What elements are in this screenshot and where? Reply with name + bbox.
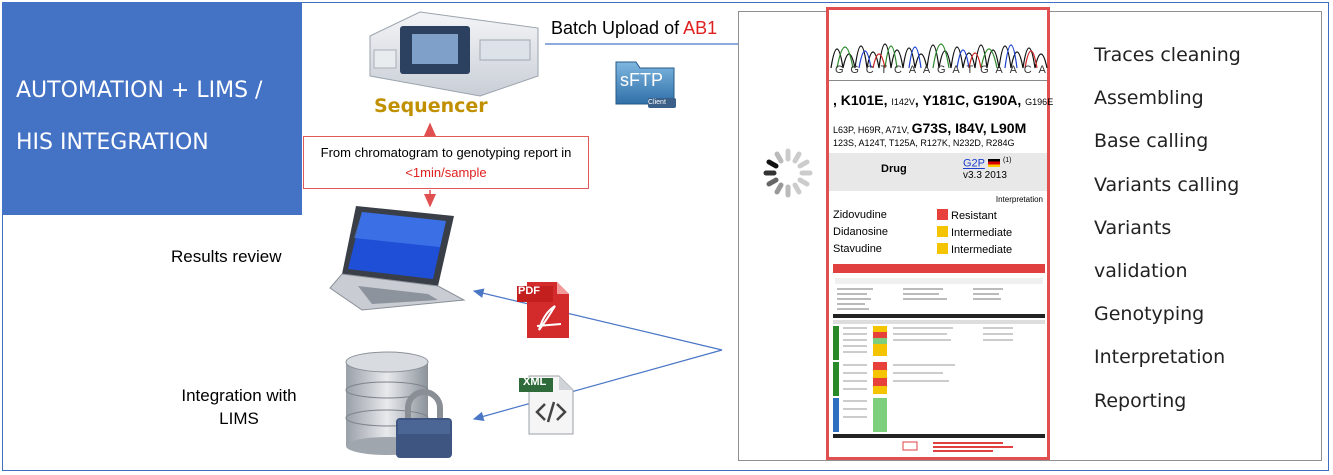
step-6: Genotyping [1094, 303, 1205, 326]
integration-line-2: LIMS [219, 409, 259, 428]
drug-row-2: Stavudine [833, 243, 882, 255]
german-flag-icon [987, 158, 1000, 167]
xml-label: XML [523, 376, 547, 388]
pdf-label: PDF [518, 285, 540, 297]
g2p-version: v3.3 2013 [963, 169, 1007, 181]
integration-label: Integration with LIMS [172, 384, 306, 430]
mut1-c: Y181C [922, 92, 966, 108]
callout-text: From chromatogram to genotyping report i… [320, 145, 572, 160]
step-5: validation [1094, 259, 1188, 282]
mut1-b: I142V [891, 97, 915, 107]
batch-upload-text: Batch Upload of [551, 18, 684, 38]
mut2-c: L90M [990, 120, 1027, 136]
batch-upload-label: Batch Upload of AB1 [551, 18, 717, 39]
base-letter: A [952, 64, 961, 76]
base-letter: C [894, 64, 903, 76]
base-letter: A [995, 64, 1004, 76]
laptop-icon [329, 206, 466, 311]
interp-row-1: Intermediate [937, 226, 1012, 239]
interp-2: Intermediate [951, 244, 1013, 256]
base-letter: G [835, 64, 845, 76]
sftp-client-label: Client [648, 99, 666, 106]
mutation-line-3: 123S, A124T, T125A, R127K, N232D, R284G [833, 138, 1015, 148]
interpretation-header: Interpretation [995, 195, 1043, 204]
g2p-cell: G2P (1) v3.3 2013 [963, 157, 1012, 181]
interp-row-2: Intermediate [937, 243, 1012, 256]
loading-spinner-icon [763, 148, 813, 198]
mutation-line-2: L63P, H69R, A71V, G73S, I84V, L90M [833, 120, 1027, 136]
intermediate-swatch [937, 226, 948, 237]
base-letter: A [1009, 64, 1018, 76]
sftp-folder-icon [615, 61, 676, 108]
mutation-line-1: , K101E, I142V, Y181C, G190A, G196E [833, 92, 1054, 108]
integration-line-1: Integration with [181, 386, 297, 405]
xml-file-icon [519, 375, 574, 435]
step-3: Variants calling [1094, 173, 1240, 196]
sftp-label: sFTP [620, 70, 663, 90]
mut2-b: I84V [955, 120, 983, 136]
report-thumbnail [833, 264, 1045, 452]
drug-row-0: Zidovudine [833, 209, 887, 221]
resistant-swatch [937, 209, 948, 220]
mut1-a: K101E [840, 92, 884, 108]
database-lock-icon [345, 351, 452, 458]
step-7: Interpretation [1094, 346, 1226, 369]
step-0: Traces cleaning [1094, 44, 1241, 66]
results-review-label: Results review [171, 247, 282, 266]
title-line-2: HIS INTEGRATION [16, 130, 209, 155]
base-letter: C [865, 64, 875, 76]
drug-header: Drug [881, 163, 907, 175]
batch-upload-highlight: AB1 [683, 18, 718, 38]
drug-header-row: Drug G2P (1) v3.3 2013 [829, 153, 1047, 191]
base-letter: A [922, 64, 932, 76]
step-4: Variants [1094, 216, 1172, 239]
interp-row-0: Resistant [937, 209, 997, 222]
callout-highlight: <1min/sample [405, 165, 487, 180]
arrow-to-lims [472, 349, 723, 422]
mut2-a: G73S [911, 120, 948, 136]
mut1-d: G190A [973, 92, 1018, 108]
base-letter: A [908, 64, 918, 76]
sequencer-label: Sequencer [374, 95, 488, 117]
g2p-sup: (1) [1002, 157, 1012, 164]
arrow-to-results-review [472, 288, 723, 351]
interp-1: Intermediate [951, 227, 1013, 239]
chromatogram-trace [830, 43, 1048, 69]
base-letter: G [937, 64, 947, 76]
callout-box: From chromatogram to genotyping report i… [303, 136, 589, 189]
pdf-file-icon [517, 282, 569, 338]
drug-row-1: Didanosine [833, 226, 889, 238]
step-8: Reporting [1094, 389, 1187, 412]
base-letter: C [1023, 64, 1033, 76]
base-letter: T [880, 64, 889, 76]
intermediate-swatch [937, 243, 948, 254]
interp-0: Resistant [951, 210, 997, 222]
mut1-pre: , [833, 92, 841, 108]
pipeline-steps: Traces cleaning Assembling Base calling … [1094, 44, 1241, 433]
base-letter: T [966, 64, 975, 76]
base-letter: G [850, 64, 860, 76]
title-box: AUTOMATION + LIMS / HIS INTEGRATION [2, 2, 302, 215]
sequencer-icon [369, 11, 539, 97]
g2p-link[interactable]: G2P [963, 157, 985, 170]
step-1: Assembling [1094, 87, 1204, 110]
title-line-1: AUTOMATION + LIMS / [16, 78, 263, 103]
base-letter: A [1038, 64, 1047, 76]
step-2: Base calling [1094, 130, 1209, 153]
base-letter: G [980, 64, 990, 76]
mut1-e: G196E [1025, 97, 1054, 107]
mut2-pre: L63P, H69R, A71V, [833, 125, 912, 135]
